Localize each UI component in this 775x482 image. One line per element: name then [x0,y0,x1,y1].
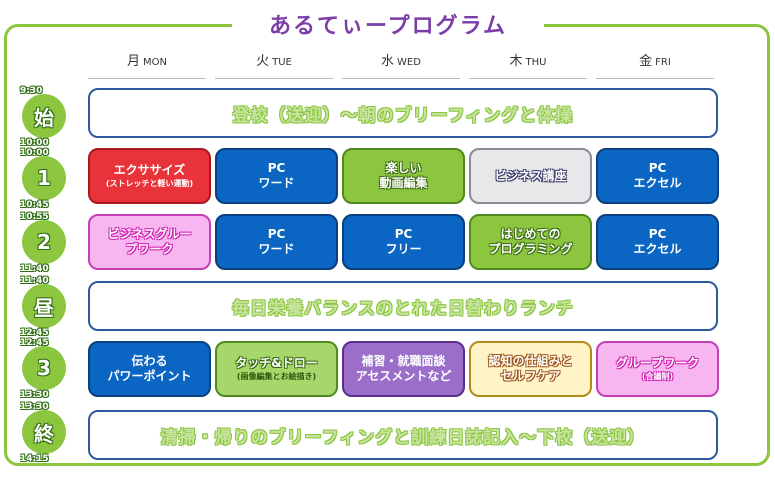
period-marker-lunch: 昼 11:40 12:45 [20,276,68,338]
class-p2-mon[interactable]: ビジネスグルー プワーク [88,214,211,270]
period-marker-end: 終 13:30 14:15 [20,402,68,464]
day-en: WED [397,57,421,68]
class-title-line2: プワーク [125,242,174,256]
class-title: PC [267,161,286,175]
page-title: あるてぃープログラム [268,14,508,39]
class-title: ビジネス講座 [494,168,567,183]
class-p2-thu[interactable]: はじめての プログラミング [469,214,592,270]
period-end-time: 11:40 [20,264,49,274]
class-title-line2: 動画編集 [379,176,428,190]
class-title-line2: パワーポイント [107,369,192,383]
row-end-of-day: 清掃・帰りのブリーフィングと訓練日誌記入～下校（送迎） [88,410,718,460]
period-label: 2 [22,220,66,264]
class-title-line2: エクセル [633,176,682,190]
class-title-line2: エクセル [633,242,682,256]
class-title: 補習・就職面談 [361,354,446,368]
period-label: 昼 [22,284,66,328]
class-p3-thu[interactable]: 認知の仕組みと セルフケア [469,341,592,397]
class-title-line2: フリー [385,242,422,256]
row-lunch: 毎日栄養バランスのとれた日替わりランチ [88,281,718,331]
class-title: タッチ&ドロー [235,356,318,370]
class-p1-wed[interactable]: 楽しい 動画編集 [342,148,465,204]
period-marker-2: 2 10:55 11:40 [20,212,68,274]
period-marker-1: 1 10:00 10:45 [20,148,68,210]
period-end-time: 10:00 [20,138,49,148]
period-label: 終 [22,410,66,454]
class-title-line2: セルフケア [500,369,561,383]
period-label: 3 [22,346,66,390]
class-p1-thu[interactable]: ビジネス講座 [469,148,592,204]
class-note: (画像編集とお絵描き) [236,372,317,381]
class-title-line2: ワード [258,242,295,256]
period-marker-start: 始 9:30 10:00 [20,86,68,148]
class-p2-fri[interactable]: PC エクセル [596,214,719,270]
class-p3-tue[interactable]: タッチ&ドロー (画像編集とお絵描き) [215,341,338,397]
class-note: (ストレッチと軽い運動) [105,179,194,188]
period-start-time: 10:00 [20,148,49,158]
class-title: 伝わる [131,354,168,368]
class-title: PC [394,227,413,241]
period-marker-3: 3 12:45 13:30 [20,338,68,400]
period-label: 始 [22,94,66,138]
period-start-time: 11:40 [20,276,49,286]
day-jp: 木 [509,54,523,69]
class-title-line2: アセスメントなど [355,369,452,383]
class-p2-tue[interactable]: PC ワード [215,214,338,270]
class-p1-fri[interactable]: PC エクセル [596,148,719,204]
day-en: MON [143,57,167,68]
period-end-time: 10:45 [20,200,49,210]
class-title: PC [267,227,286,241]
class-p3-wed[interactable]: 補習・就職面談 アセスメントなど [342,341,465,397]
period-start-time: 9:30 [20,86,43,96]
day-jp: 月 [127,54,141,69]
row-start-of-day: 登校（送迎）～朝のブリーフィングと体操 [88,88,718,138]
class-title: 楽しい [385,161,422,175]
class-p2-wed[interactable]: PC フリー [342,214,465,270]
title-banner: あるてぃープログラム [232,4,544,44]
class-title: グループワーク [615,356,700,370]
period-end-time: 13:30 [20,390,49,400]
period-label: 1 [22,156,66,200]
period-end-time: 12:45 [20,328,49,338]
period-start-time: 10:55 [20,212,49,222]
class-p3-mon[interactable]: 伝わる パワーポイント [88,341,211,397]
class-title: エクササイズ [113,163,186,177]
day-jp: 水 [381,54,395,69]
period-start-time: 12:45 [20,338,49,348]
class-p1-tue[interactable]: PC ワード [215,148,338,204]
class-p1-mon[interactable]: エクササイズ (ストレッチと軽い運動) [88,148,211,204]
period-start-time: 13:30 [20,402,49,412]
day-jp: 火 [256,54,270,69]
day-en: THU [525,57,547,68]
class-title: はじめての [500,227,561,241]
class-title: 認知の仕組みと [488,354,573,368]
day-en: FRI [655,57,671,68]
class-title: PC [648,227,667,241]
class-title-line2: ワード [258,176,295,190]
class-title-line2: プログラミング [488,242,573,256]
class-p3-fri[interactable]: グループワーク (合議制) [596,341,719,397]
period-end-time: 14:15 [20,454,49,464]
class-title: PC [648,161,667,175]
day-jp: 金 [639,54,653,69]
class-title: ビジネスグルー [107,227,192,241]
day-en: TUE [272,57,292,68]
class-note: (合議制) [641,372,674,381]
